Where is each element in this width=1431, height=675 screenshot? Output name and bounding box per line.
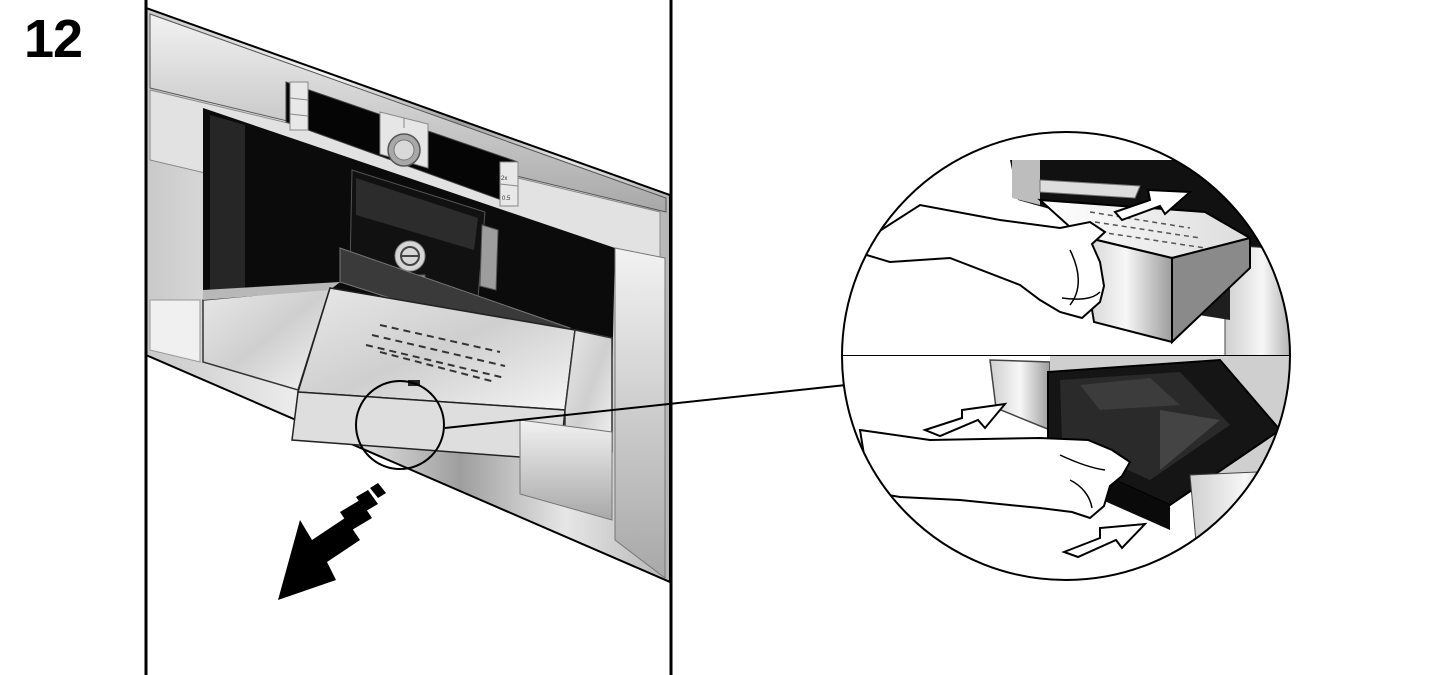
pull-arrow-icon [278, 483, 386, 600]
zoom-top-view [840, 130, 1300, 356]
zoom-detail [840, 130, 1300, 590]
panel-label-05: 0.5 [502, 196, 511, 202]
panel-label-2x: 2x [501, 176, 507, 182]
coffee-machine: 2x 0.5 [146, 8, 670, 582]
side-buttons [290, 82, 308, 130]
zoom-bottom-view [840, 356, 1300, 586]
